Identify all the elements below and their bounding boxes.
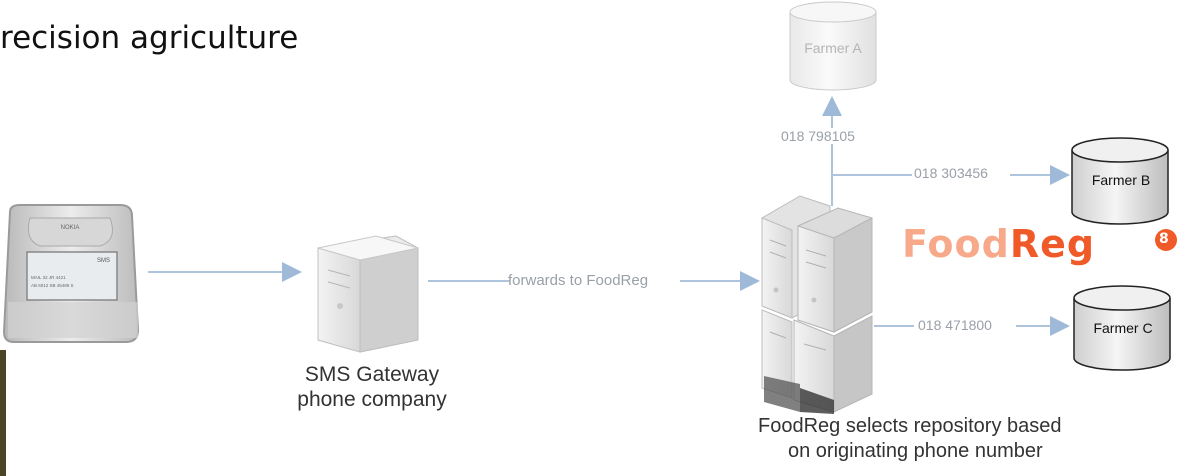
gateway-caption-line-2: phone company [297,388,447,411]
farmer-c-label: Farmer C [1093,320,1153,336]
foodreg-logo-badge-text: 8 [1159,231,1169,247]
gateway-caption-line-1: SMS Gateway [304,363,440,386]
slide-title: recision agriculture [0,20,299,56]
foodreg-caption-line-2: on originating phone number [788,440,1043,462]
gateway-server-icon [317,235,419,353]
farmer-c-database-icon [1073,285,1171,371]
foodreg-logo-badge-icon [1155,229,1177,251]
gateway-caption: SMS Gateway phone company [272,362,472,412]
phone-screen-text-1: MAIL 32 JR 4421 [31,275,66,280]
phone-screen-label: SMS [97,258,110,264]
foodreg-caption-line-1: FoodReg selects repository based [758,415,1062,437]
slide-edge-bar [0,350,6,476]
foodreg-servers-icon [761,195,873,414]
phone-label-farmer-c: 018 471800 [918,317,992,333]
phone-label-farmer-b: 018 303456 [914,165,988,181]
foodreg-logo-dark: Reg [1009,222,1096,266]
farmer-a-label: Farmer A [804,40,862,56]
phone-label-farmer-a: 018 798105 [779,128,857,144]
foodreg-logo-light: Food [902,222,1010,266]
farmer-b-database-icon [1071,137,1169,225]
foodreg-caption: FoodReg selects repository based on orig… [758,414,1192,464]
phone-screen-text-2: AB 6012 SB 45489 S [31,283,74,288]
farmer-b-label: Farmer B [1091,172,1151,188]
phone-brand: NOKIA [61,225,80,231]
edge-label-forward: forwards to FoodReg [508,272,649,289]
mobile-phone-icon [2,204,140,343]
foodreg-logo: FoodReg [902,222,1095,266]
farmer-a-database-icon [789,1,877,91]
